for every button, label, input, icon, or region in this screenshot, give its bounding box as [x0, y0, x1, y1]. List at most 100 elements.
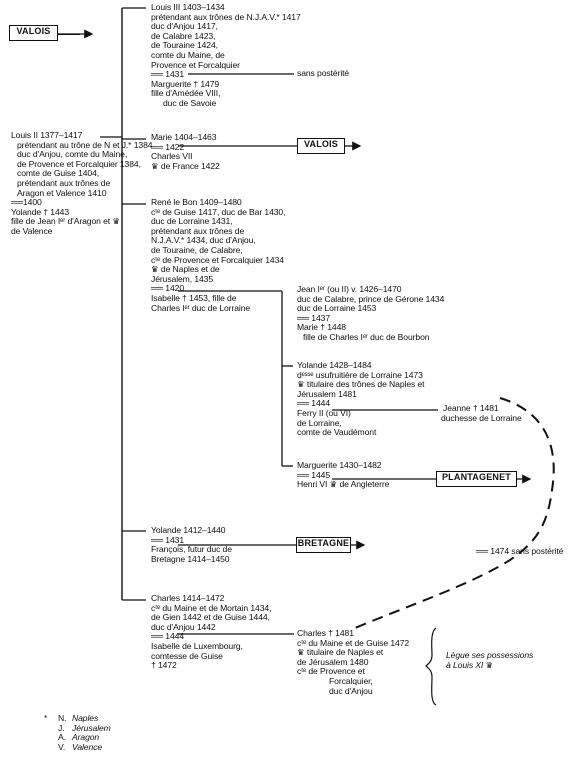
marguerite-marriage-year: 1445: [311, 469, 330, 480]
crown-icon: ♛: [151, 264, 159, 275]
marie-spouse: Charles VII: [151, 151, 193, 162]
rene-line: cᵗᵉ de Provence et Forcalquier 1434: [151, 254, 284, 265]
louis2-spouse: Yolande † 1443: [11, 206, 70, 217]
charles-spouse: † 1472: [151, 660, 177, 671]
crown-icon: ♛: [329, 479, 338, 490]
plantagenet-box: PLANTAGENET: [436, 471, 517, 487]
louis3-line: de Touraine 1424,: [151, 40, 218, 51]
marie-marriage-year: 1422: [165, 141, 184, 152]
legend: * N. Naples J. Jérusalem A.Aragon V. Valence: [44, 713, 111, 752]
marriage-sign: ══: [151, 69, 163, 80]
louis3-block: Louis III 1403–1434 prétendant aux trône…: [151, 2, 301, 109]
louis3-sans-posterite: sans postérité: [297, 68, 350, 78]
legend-key: N.: [58, 713, 67, 723]
rene-spouse: Isabelle † 1453, fille de: [151, 292, 237, 303]
charles2-line: cᵗᵉ de Provence et: [297, 666, 365, 677]
crown-icon: ♛: [485, 659, 494, 670]
louis2-block: Louis II 1377–1417 prétendant au trône d…: [11, 130, 153, 237]
legend-value: Jérusalem: [72, 722, 111, 733]
jean-block: Jean Iᵉʳ (ou II) v. 1426–1470 duc de Cal…: [297, 284, 445, 343]
rene-line: duc de Lorraine 1431,: [151, 216, 233, 227]
marriage-sign: ══: [297, 398, 309, 409]
yolande2-spouse: Ferry II (ou VI): [297, 407, 351, 418]
charles-marriage-year: 1444: [165, 631, 184, 642]
legue-note: Lègue ses possessions à Louis XI ♛: [446, 650, 534, 670]
yolande1-spouse: Bretagne 1414–1450: [151, 553, 230, 564]
louis2-spouse: fille de Jean Iᵉʳ d'Aragon et ♛: [11, 216, 120, 227]
valois-box-top: VALOIS: [9, 25, 58, 41]
rene-line: N.J.A.V.* 1434, duc d'Anjou,: [151, 235, 256, 246]
rene-line: Jérusalem, 1435: [151, 273, 214, 284]
legue-line: à Louis XI ♛: [446, 659, 494, 670]
rene-marriage-year: 1420: [165, 283, 184, 294]
jeanne-line: Jeanne † 1481: [443, 403, 499, 413]
louis3-line: duc d'Anjou 1417,: [151, 21, 218, 32]
legend-row: J. Jérusalem: [44, 722, 111, 734]
louis3-line: prétendant aux trônes de N.J.A.V.* 1417: [151, 11, 301, 22]
yolande2-line: dᵉˢˢᵉ usufruitière de Lorraine 1473: [297, 369, 423, 380]
legend-key: V.: [58, 741, 66, 752]
rene-block: René le Bon 1409–1480 cᵗᵉ de Guise 1417,…: [151, 197, 286, 313]
valois-box-mid: VALOIS: [297, 138, 345, 154]
legue-brace: [425, 627, 437, 706]
charles2-line: Forcalquier,: [329, 675, 373, 686]
jeanne-line: duchesse de Lorraine: [441, 412, 522, 423]
yolande2-spouse: de Lorraine,: [297, 417, 342, 428]
yolande1-block: Yolande 1412–1440 ══ 1431 François, futu…: [151, 525, 232, 564]
louis2-line: Louis II 1377–1417: [11, 130, 83, 140]
marguerite-spouse: Henri VI ♛ de Angleterre: [297, 479, 390, 490]
charles2-line: Charles † 1481: [297, 628, 354, 638]
marriage-sign: ══: [151, 141, 163, 152]
louis2-line: prétendant aux trônes de: [17, 177, 111, 188]
charles-spouse: Isabelle de Luxembourg,: [151, 640, 243, 651]
marriage-sign: ══: [151, 283, 163, 294]
legend-marker: *: [44, 713, 48, 723]
charles2-line: cᵗᵉ du Maine et de Guise 1472: [297, 637, 410, 648]
marriage-sign: ══: [476, 546, 488, 556]
yolande2-marriage-year: 1444: [311, 398, 330, 409]
louis2-line: de Provence et Forcalquier 1384,: [17, 158, 141, 169]
louis2-spouse: de Valence: [11, 225, 53, 236]
louis2-line: comte de Guise 1404,: [17, 168, 100, 179]
marriage-sign: ══: [297, 469, 309, 480]
yolande2-spouse: comte de Vaudémont: [297, 427, 377, 438]
louis3-marriage-year: 1431: [165, 69, 184, 80]
yolande1-line: Yolande 1412–1440: [151, 525, 226, 535]
charles2-line: de Jérusalem 1480: [297, 656, 369, 667]
legend-key: J.: [58, 722, 65, 733]
charles2-block: Charles † 1481 cᵗᵉ du Maine et de Guise …: [297, 628, 410, 696]
legend-key: A.: [58, 732, 66, 743]
legend-value: Valence: [72, 741, 103, 752]
legue-line: Lègue ses possessions: [446, 650, 534, 660]
marie-line: Marie 1404–1463: [151, 132, 217, 142]
louis2-marriage-year: 1400: [22, 197, 42, 208]
legend-value: Naples: [72, 713, 99, 723]
yolande1-note: ══ 1474 sans postérité: [476, 546, 564, 556]
marie-spouse: ♛ de France 1422: [151, 160, 220, 171]
charles2-line: ♛ titulaire de Naples et: [297, 647, 384, 658]
yolande2-line: ♛ titulaire des trônes de Naples et: [297, 379, 425, 390]
charles-block: Charles 1414–1472 cᵗᵉ du Maine et de Mor…: [151, 593, 271, 671]
jean-line: duc de Calabre, prince de Gérone 1434: [297, 293, 445, 304]
marriage-sign: ══: [297, 312, 309, 323]
yolande2-line: Jérusalem 1481: [297, 388, 357, 399]
louis2-line: prétendant au trône de N et J.* 1384: [17, 139, 153, 150]
legend-row: A.Aragon: [44, 732, 111, 743]
yolande2-block: Yolande 1428–1484 dᵉˢˢᵉ usufruitière de …: [297, 360, 425, 438]
marie-block: Marie 1404–1463 ══ 1422 Charles VII ♛ de…: [151, 132, 220, 171]
louis3-spouse: Marguerite † 1479: [151, 78, 220, 89]
louis3-line: comte du Maine, de: [151, 49, 225, 60]
rene-line: prétendant aux trônes de: [151, 225, 245, 236]
yolande1-marriage-year: 1431: [165, 534, 184, 545]
succession-dashed-curve: [354, 397, 555, 629]
crown-icon: ♛: [297, 379, 305, 390]
louis2-line: Aragon et Valence 1410: [17, 187, 107, 198]
legend-row: * N. Naples: [44, 713, 111, 724]
charles2-line: duc d'Anjou: [329, 685, 373, 696]
rene-line: ♛ de Naples et de: [151, 264, 220, 275]
marriage-sign: ══: [151, 631, 163, 642]
jean-line: duc de Lorraine 1453: [297, 303, 377, 314]
rene-line: de Touraine, de Calabre,: [151, 244, 243, 255]
louis2-line: duc d'Anjou, comte du Maine,: [17, 149, 128, 160]
